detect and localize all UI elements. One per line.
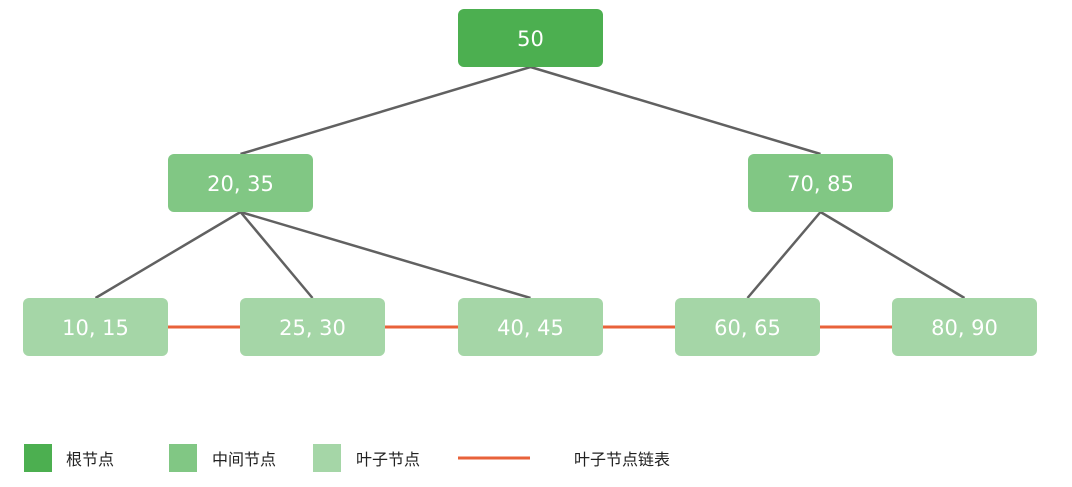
edge-internal_left-leaf_2 <box>239 211 314 299</box>
edge-root-internal_right <box>530 65 821 156</box>
legend: 根节点 中间节点 叶子节点 叶子节点链表 <box>24 444 670 472</box>
node-leaf-1: 10, 15 <box>23 298 168 356</box>
node-label-leaf-2: 25, 30 <box>279 316 346 340</box>
legend-root-label: 根节点 <box>66 450 114 469</box>
node-box-leaf-2 <box>240 298 385 356</box>
node-internal-right: 70, 85 <box>748 154 893 212</box>
node-box-leaf-5 <box>892 298 1037 356</box>
edge-internal_right-leaf_5 <box>819 210 966 300</box>
node-label-leaf-3: 40, 45 <box>497 316 564 340</box>
node-box-leaf-1 <box>23 298 168 356</box>
edge-internal_left-leaf_3 <box>240 210 531 300</box>
legend-root-swatch <box>24 444 52 472</box>
node-label-internal-left: 20, 35 <box>207 172 274 196</box>
node-label-internal-right: 70, 85 <box>787 172 854 196</box>
node-leaf-3: 40, 45 <box>458 298 603 356</box>
legend-internal-label: 中间节点 <box>212 450 276 469</box>
node-leaf-4: 60, 65 <box>675 298 820 356</box>
legend-internal-swatch <box>169 444 197 472</box>
node-box-root <box>458 9 603 67</box>
edge-internal_right-leaf_4 <box>746 211 822 299</box>
node-leaf-5: 80, 90 <box>892 298 1037 356</box>
legend-leaf-label: 叶子节点 <box>356 450 420 469</box>
node-box-leaf-3 <box>458 298 603 356</box>
node-label-root: 50 <box>517 27 544 51</box>
node-label-leaf-1: 10, 15 <box>62 316 129 340</box>
node-root: 50 <box>458 9 603 67</box>
node-label-leaf-4: 60, 65 <box>714 316 781 340</box>
node-box-internal-right <box>748 154 893 212</box>
nodes-layer: 50 20, 35 70, 85 10, 15 25, 30 40, 45 60, 65 80… <box>23 9 1037 356</box>
legend-leaf-swatch <box>313 444 341 472</box>
edge-root-internal_left <box>240 65 531 156</box>
node-box-internal-left <box>168 154 313 212</box>
node-box-leaf-4 <box>675 298 820 356</box>
node-label-leaf-5: 80, 90 <box>931 316 998 340</box>
node-internal-left: 20, 35 <box>168 154 313 212</box>
legend-leaf-link-label: 叶子节点链表 <box>574 450 670 469</box>
edge-internal_left-leaf_1 <box>94 210 242 300</box>
edges-layer <box>94 65 966 300</box>
node-leaf-2: 25, 30 <box>240 298 385 356</box>
